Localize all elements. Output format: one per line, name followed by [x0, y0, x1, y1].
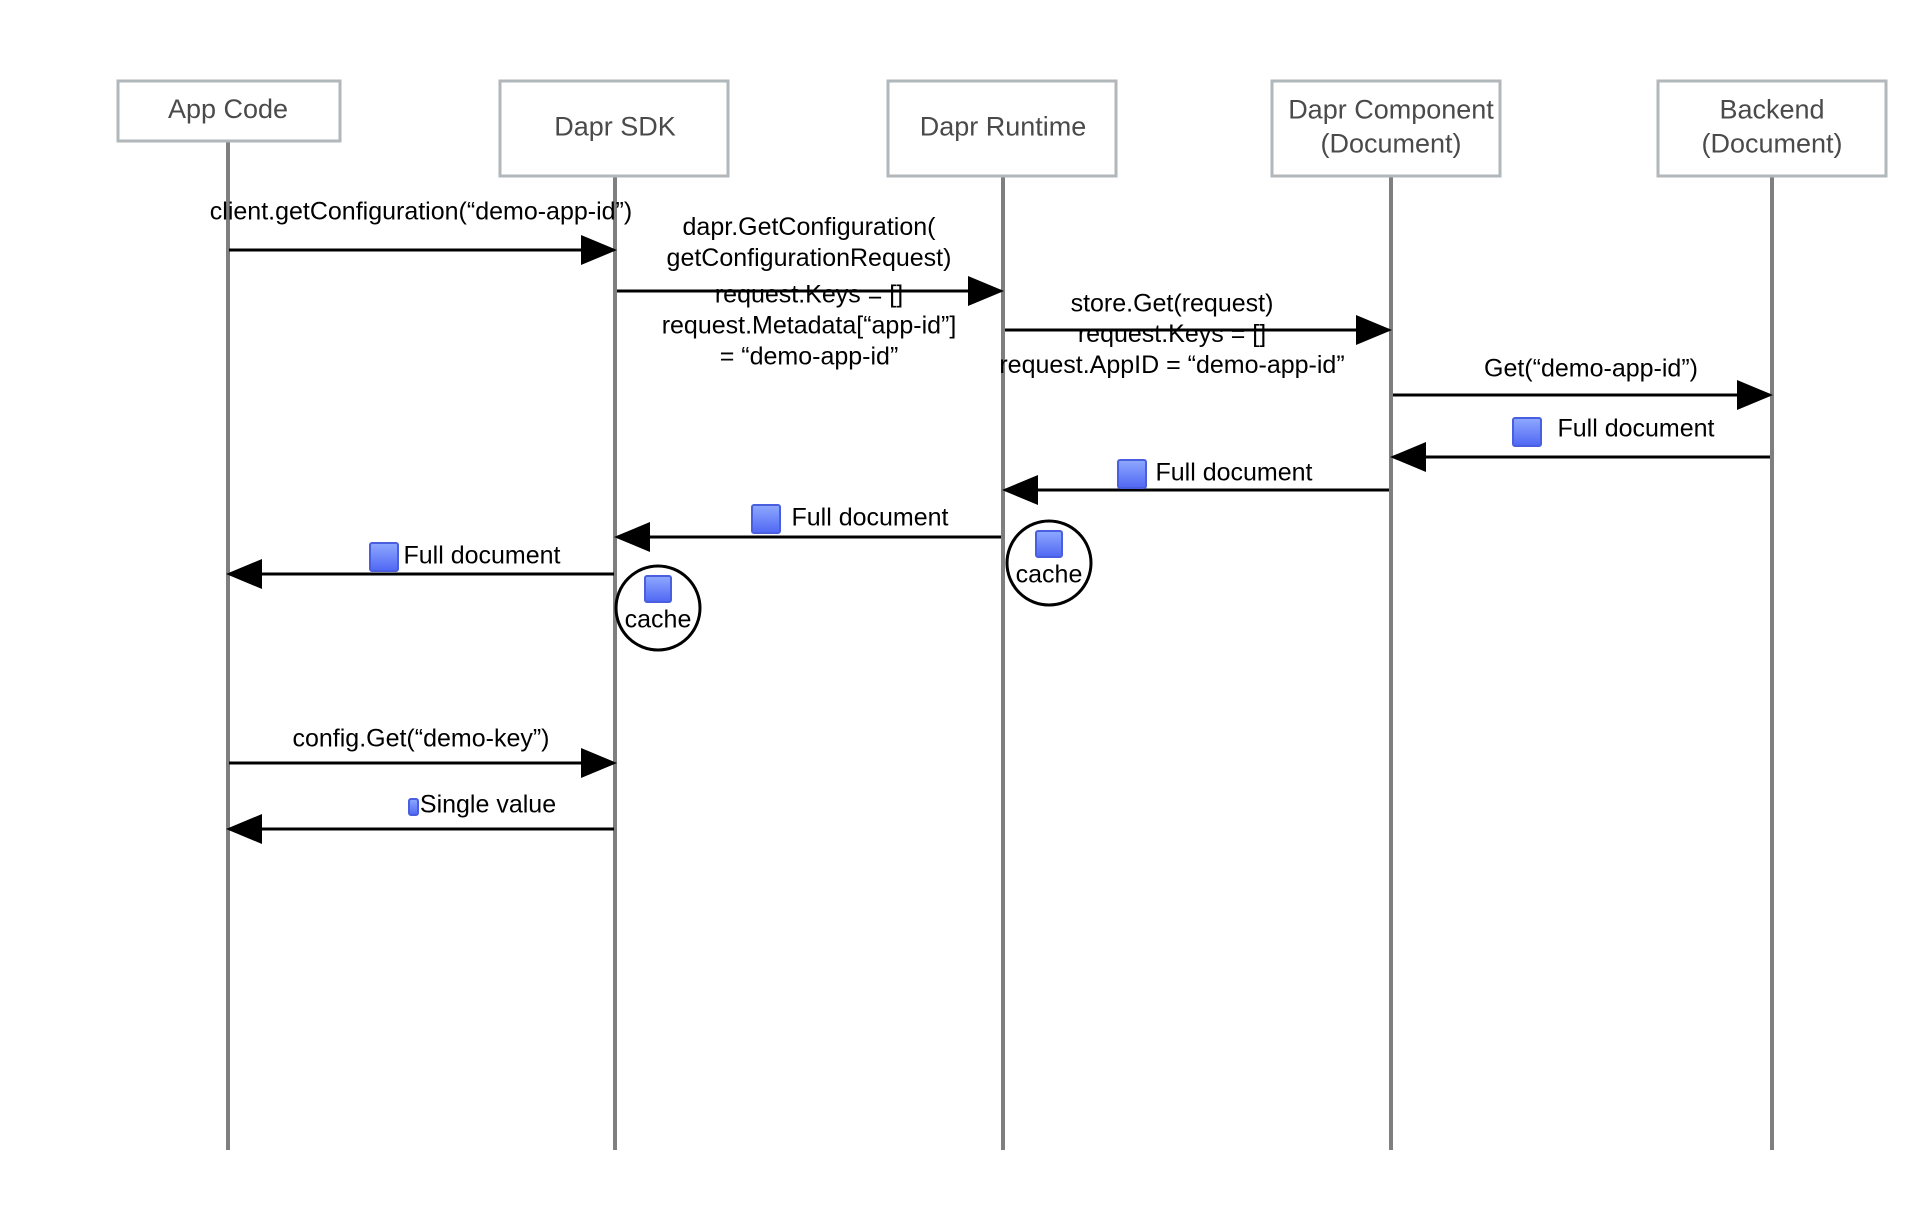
actor-box-dapr-sdk: [498, 79, 730, 178]
document-icon: [369, 542, 399, 572]
message-note-m2: request.Keys = []: [715, 281, 903, 309]
cache-circle-icon: [1005, 519, 1093, 607]
cache-label: cache: [1016, 561, 1083, 589]
actor-backend[interactable]: Backend (Document): [1656, 79, 1888, 178]
cache-nodes-group: cache cache: [614, 519, 1093, 652]
single-value-icon: [408, 798, 419, 816]
message-m2: dapr.GetConfiguration( getConfigurationRe…: [617, 213, 1004, 371]
message-note-m3: request.AppID = “demo-app-id”: [999, 351, 1344, 379]
message-m5: Full document: [1390, 415, 1770, 472]
message-label-m1: client.getConfiguration(“demo-app-id”): [210, 198, 632, 226]
message-label-m10: Single value: [420, 791, 556, 819]
document-icon: [751, 504, 781, 534]
actor-dapr-sdk[interactable]: Dapr SDK: [498, 79, 730, 178]
actor-sublabel-dapr-component: (Document): [1320, 129, 1461, 159]
cache-circle-icon: [614, 564, 702, 652]
message-label-m7: Full document: [791, 504, 948, 532]
message-m4: Get(“demo-app-id”): [1393, 355, 1773, 410]
actor-app-code[interactable]: App Code: [116, 79, 342, 143]
message-label-m5: Full document: [1557, 415, 1714, 443]
message-m6: Full document: [1002, 459, 1389, 505]
message-label-m4: Get(“demo-app-id”): [1484, 355, 1698, 383]
actor-box-dapr-runtime: [886, 79, 1118, 178]
actor-sublabel-backend: (Document): [1701, 129, 1842, 159]
message-label-m6: Full document: [1155, 459, 1312, 487]
messages-group: client.getConfiguration(“demo-app-id”)da…: [210, 198, 1773, 844]
message-m1: client.getConfiguration(“demo-app-id”): [210, 198, 632, 265]
document-icon: [644, 575, 672, 603]
message-label-m3: store.Get(request): [1071, 290, 1274, 318]
message-label-m8: Full document: [403, 542, 560, 570]
cache-runtime[interactable]: cache: [1005, 519, 1093, 607]
document-icon: [1512, 417, 1542, 447]
message-m7: Full document: [614, 504, 1001, 552]
cache-sdk[interactable]: cache: [614, 564, 702, 652]
document-icon: [1117, 459, 1147, 489]
message-m10: Single value: [226, 791, 614, 844]
actor-box-dapr-component: [1270, 79, 1502, 178]
message-note-m2: = “demo-app-id”: [720, 343, 899, 371]
actor-label-dapr-component: Dapr Component: [1288, 95, 1494, 125]
actor-label-dapr-sdk: Dapr SDK: [554, 112, 676, 142]
message-label-m9: config.Get(“demo-key”): [292, 725, 549, 753]
message-m9: config.Get(“demo-key”): [229, 725, 617, 778]
cache-label: cache: [625, 606, 692, 634]
message-note-m3: request.Keys = []: [1078, 320, 1266, 348]
actor-box-app-code: [116, 79, 342, 143]
message-label-m2: getConfigurationRequest): [667, 244, 952, 272]
actor-dapr-runtime[interactable]: Dapr Runtime: [886, 79, 1118, 178]
message-m3: store.Get(request)request.Keys = [] reque…: [999, 290, 1392, 379]
message-note-m2: request.Metadata[“app-id”]: [662, 312, 957, 340]
document-icon: [1035, 530, 1063, 558]
actor-label-dapr-runtime: Dapr Runtime: [920, 112, 1087, 142]
actor-box-backend: [1656, 79, 1888, 178]
actor-dapr-component[interactable]: Dapr Component (Document): [1270, 79, 1502, 178]
actor-label-app-code: App Code: [168, 94, 288, 124]
message-label-m2: dapr.GetConfiguration(: [683, 213, 937, 241]
message-m8: Full document: [226, 542, 614, 589]
actor-label-backend: Backend: [1719, 95, 1824, 125]
